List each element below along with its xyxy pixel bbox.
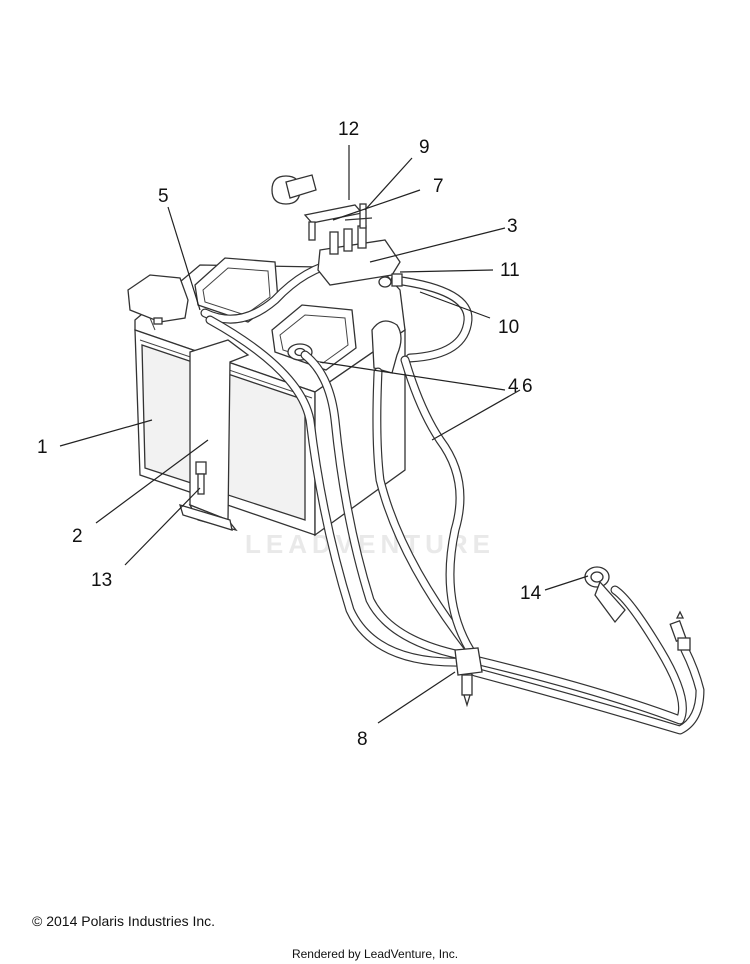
callout-1: 1 — [37, 437, 48, 458]
cable-clamp — [454, 647, 483, 708]
callout-labels: 1 2 3 4 5 6 7 8 9 10 11 12 13 14 — [37, 119, 542, 750]
bolt — [195, 461, 207, 495]
callout-2: 2 — [72, 526, 83, 547]
callout-11: 11 — [500, 260, 520, 281]
callout-4: 4 — [508, 376, 519, 397]
callout-12: 12 — [338, 119, 359, 140]
callout-3: 3 — [507, 216, 518, 237]
callout-14: 14 — [520, 583, 542, 604]
cables — [200, 257, 705, 735]
leader-lines — [59, 145, 589, 724]
callout-6: 6 — [522, 376, 533, 397]
copyright-text: © 2014 Polaris Industries Inc. — [32, 913, 216, 929]
fuse-block — [271, 174, 401, 286]
callout-13: 13 — [91, 570, 112, 591]
callout-9: 9 — [419, 137, 430, 158]
callout-5: 5 — [158, 186, 169, 207]
rendered-by-text: Rendered by LeadVenture, Inc. — [291, 947, 459, 961]
callout-8: 8 — [357, 729, 368, 750]
battery — [127, 257, 406, 537]
callout-7: 7 — [433, 176, 444, 197]
connector-eyelet — [378, 273, 403, 288]
callout-10: 10 — [498, 317, 519, 338]
terminal-connector — [669, 610, 691, 651]
